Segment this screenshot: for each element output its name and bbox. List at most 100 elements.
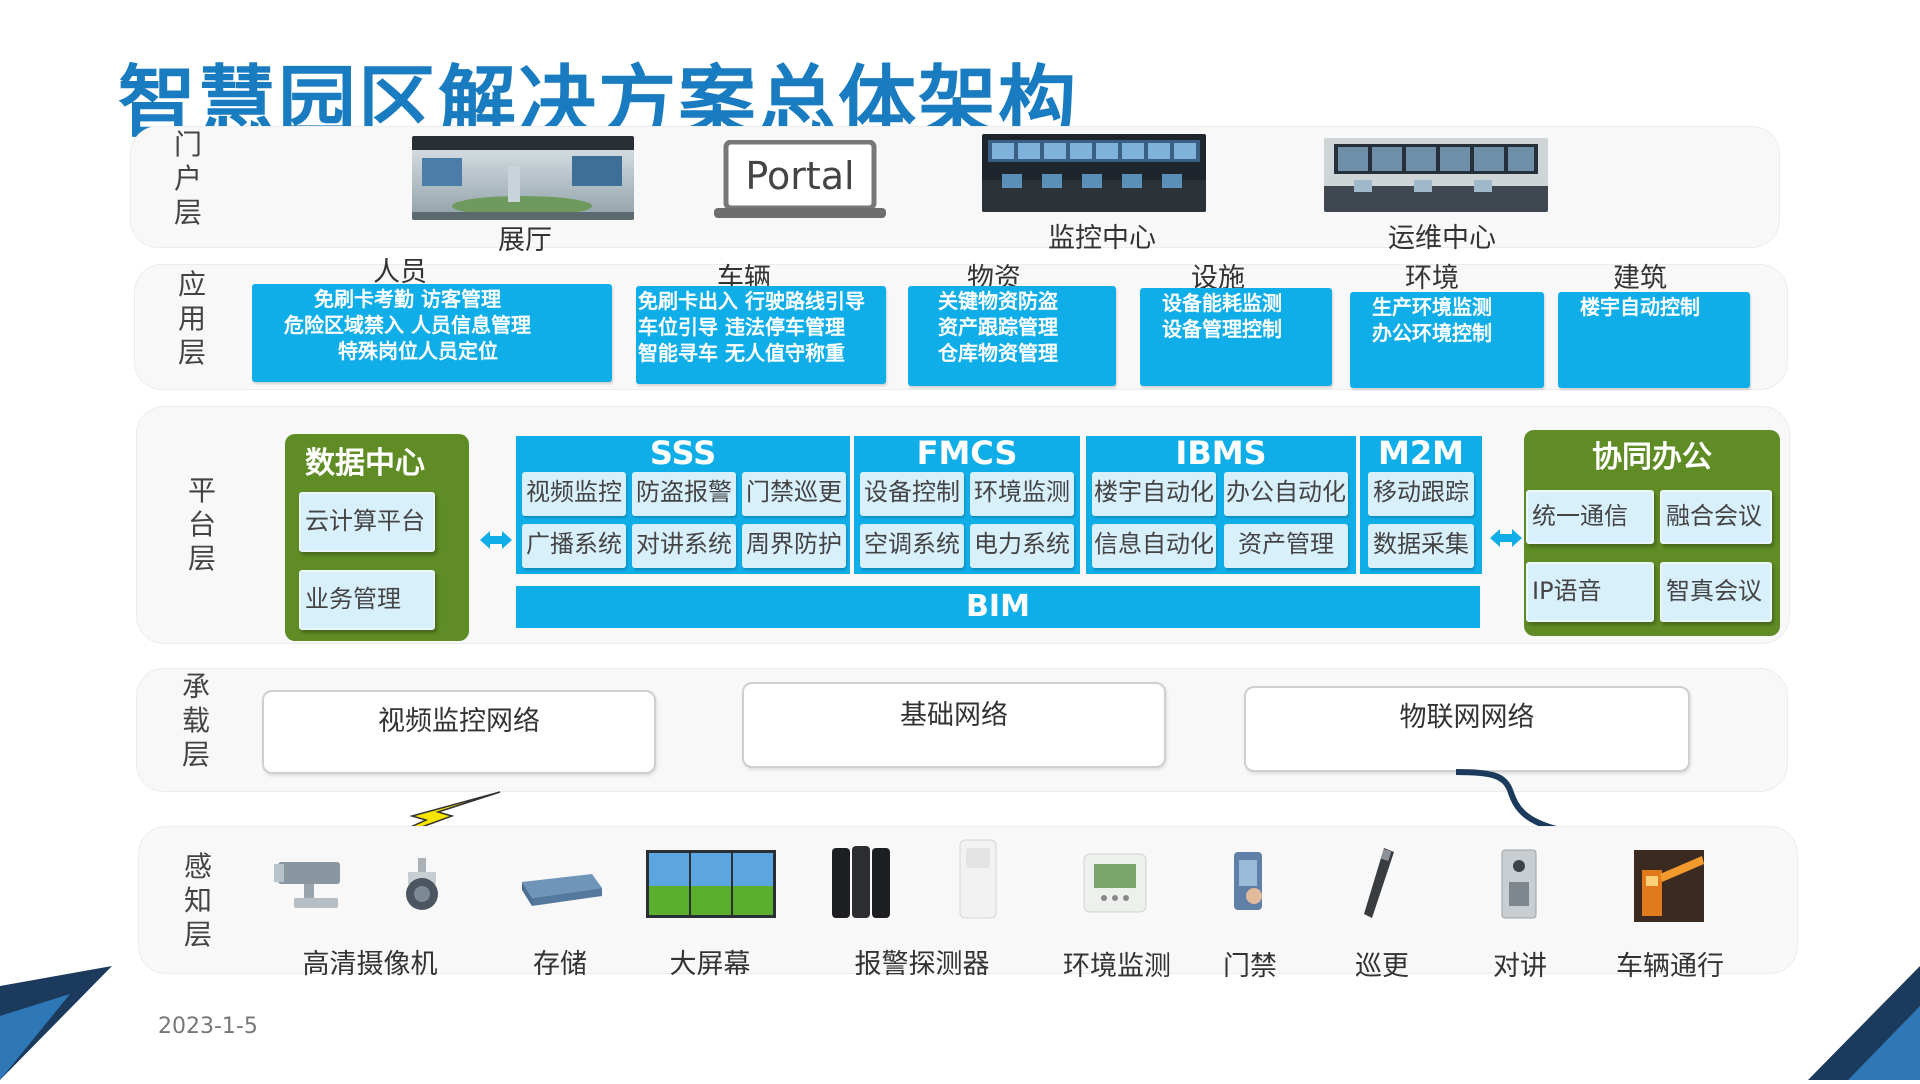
app-box-environment: 生产环境监测 办公环境控制 [1350, 292, 1544, 388]
system-panel-sss: SSS 视频监控 防盗报警 门禁巡更 广播系统 对讲系统 周界防护 [516, 434, 850, 574]
office-item[interactable]: 智真会议 [1660, 562, 1772, 622]
network-video-surveillance: 视频监控网络 [262, 690, 656, 774]
data-center-item-cloud[interactable]: 云计算平台 [299, 492, 435, 552]
network-basic: 基础网络 [742, 682, 1166, 768]
system-title: IBMS [1175, 434, 1267, 472]
app-line: 仓库物资管理 [938, 341, 1058, 365]
environment-sensor-icon [1082, 852, 1148, 914]
app-box-vehicle: 免刷卡出入 行驶路线引导 车位引导 违法停车管理 智能寻车 无人值守称重 [636, 286, 886, 384]
patrol-stick-icon [1360, 846, 1396, 920]
system-item[interactable]: 空调系统 [860, 524, 964, 568]
system-panel-ibms: IBMS 楼宇自动化 办公自动化 信息自动化 资产管理 [1086, 434, 1356, 574]
system-title: FMCS [916, 434, 1018, 472]
device-caption-patrol: 巡更 [1355, 951, 1409, 982]
vehicle-barrier-icon [1634, 850, 1704, 922]
system-item[interactable]: 对讲系统 [632, 524, 736, 568]
exhibition-hall-photo [412, 136, 634, 220]
dome-camera-icon [400, 858, 444, 918]
application-layer-label: 应用层 [177, 268, 206, 369]
platform-layer-label: 平台层 [187, 474, 216, 575]
app-line: 危险区域禁入 人员信息管理 [284, 313, 531, 337]
app-line: 生产环境监测 [1372, 295, 1492, 319]
system-item[interactable]: 设备控制 [860, 472, 964, 516]
app-box-building: 楼宇自动控制 [1558, 292, 1750, 388]
bim-bar: BIM [516, 586, 1480, 628]
perception-layer-label: 感知层 [183, 850, 212, 951]
device-caption-alarm: 报警探测器 [854, 949, 990, 980]
device-caption-storage: 存储 [533, 949, 587, 980]
system-item[interactable]: 周界防护 [742, 524, 846, 568]
collaborative-office-panel: 协同办公 统一通信 融合会议 IP语音 智真会议 [1524, 430, 1780, 636]
app-line: 资产跟踪管理 [938, 315, 1058, 339]
system-item[interactable]: 环境监测 [970, 472, 1074, 516]
system-item[interactable]: 电力系统 [970, 524, 1074, 568]
system-item[interactable]: 移动跟踪 [1368, 472, 1474, 516]
portal-caption-exhibition: 展厅 [498, 225, 552, 256]
system-title: M2M [1378, 434, 1464, 472]
office-item[interactable]: IP语音 [1526, 562, 1654, 622]
collaborative-office-title: 协同办公 [1592, 440, 1712, 475]
office-item[interactable]: 统一通信 [1526, 490, 1654, 544]
system-item[interactable]: 广播系统 [522, 524, 626, 568]
office-item[interactable]: 融合会议 [1660, 490, 1772, 544]
corner-decoration-left [0, 966, 112, 1080]
system-panel-m2m: M2M 移动跟踪 数据采集 [1360, 434, 1482, 574]
corner-decoration-right [1808, 966, 1920, 1080]
device-caption-screen: 大屏幕 [669, 949, 751, 980]
app-line: 楼宇自动控制 [1580, 295, 1700, 319]
device-caption-camera: 高清摄像机 [302, 949, 438, 980]
system-item[interactable]: 信息自动化 [1092, 524, 1216, 568]
system-item[interactable]: 数据采集 [1368, 524, 1474, 568]
network-iot: 物联网网络 [1244, 686, 1690, 772]
network-link-curve [1454, 768, 1584, 840]
portal-caption-operations: 运维中心 [1388, 223, 1496, 254]
alarm-detector-icon [828, 844, 894, 920]
system-panel-fmcs: FMCS 设备控制 环境监测 空调系统 电力系统 [854, 434, 1080, 574]
app-line: 车位引导 违法停车管理 [638, 315, 845, 339]
portal-layer-label: 门户层 [173, 128, 202, 229]
app-line: 关键物资防盗 [938, 289, 1058, 313]
app-line: 设备能耗监测 [1162, 291, 1282, 315]
date-footer: 2023-1-5 [158, 1014, 258, 1039]
device-caption-intercom: 对讲 [1493, 951, 1547, 982]
system-title: SSS [649, 434, 717, 472]
double-arrow-icon [1490, 526, 1522, 550]
system-item[interactable]: 视频监控 [522, 472, 626, 516]
app-box-materials: 关键物资防盗 资产跟踪管理 仓库物资管理 [908, 286, 1116, 386]
double-arrow-icon [480, 528, 512, 552]
storage-icon [518, 868, 604, 910]
device-caption-vehicle: 车辆通行 [1616, 951, 1724, 982]
app-line: 免刷卡考勤 访客管理 [314, 287, 501, 311]
portal-laptop-label: Portal [745, 154, 855, 198]
data-center-item-business[interactable]: 业务管理 [299, 570, 435, 630]
pir-sensor-icon [958, 838, 998, 920]
app-line: 免刷卡出入 行驶路线引导 [638, 289, 865, 313]
system-item[interactable]: 防盗报警 [632, 472, 736, 516]
app-line: 智能寻车 无人值守称重 [638, 341, 845, 365]
system-item[interactable]: 门禁巡更 [742, 472, 846, 516]
app-box-personnel: 免刷卡考勤 访客管理 危险区域禁入 人员信息管理 特殊岗位人员定位 [252, 284, 612, 382]
system-item[interactable]: 办公自动化 [1224, 472, 1348, 516]
app-head-personnel: 人员 [373, 257, 427, 288]
system-item[interactable]: 楼宇自动化 [1092, 472, 1216, 516]
device-caption-access: 门禁 [1223, 951, 1277, 982]
intercom-icon [1500, 848, 1538, 920]
system-item[interactable]: 资产管理 [1224, 524, 1348, 568]
operations-center-photo [1324, 138, 1548, 212]
app-box-facilities: 设备能耗监测 设备管理控制 [1140, 288, 1332, 386]
big-screen-icon [646, 850, 776, 918]
app-head-building: 建筑 [1613, 263, 1667, 294]
camera-icon [274, 852, 358, 914]
app-line: 特殊岗位人员定位 [338, 339, 498, 363]
carrier-layer-label: 承载层 [181, 670, 210, 771]
data-center-panel: 数据中心 云计算平台 业务管理 [285, 434, 469, 641]
monitoring-center-photo [982, 134, 1206, 212]
portal-caption-monitoring: 监控中心 [1048, 223, 1156, 254]
laptop-icon [712, 139, 888, 222]
app-line: 设备管理控制 [1162, 317, 1282, 341]
app-head-environment: 环境 [1405, 263, 1459, 294]
data-center-title: 数据中心 [305, 446, 425, 481]
app-line: 办公环境控制 [1372, 321, 1492, 345]
device-caption-environment: 环境监测 [1063, 951, 1171, 982]
access-control-icon [1230, 850, 1266, 912]
